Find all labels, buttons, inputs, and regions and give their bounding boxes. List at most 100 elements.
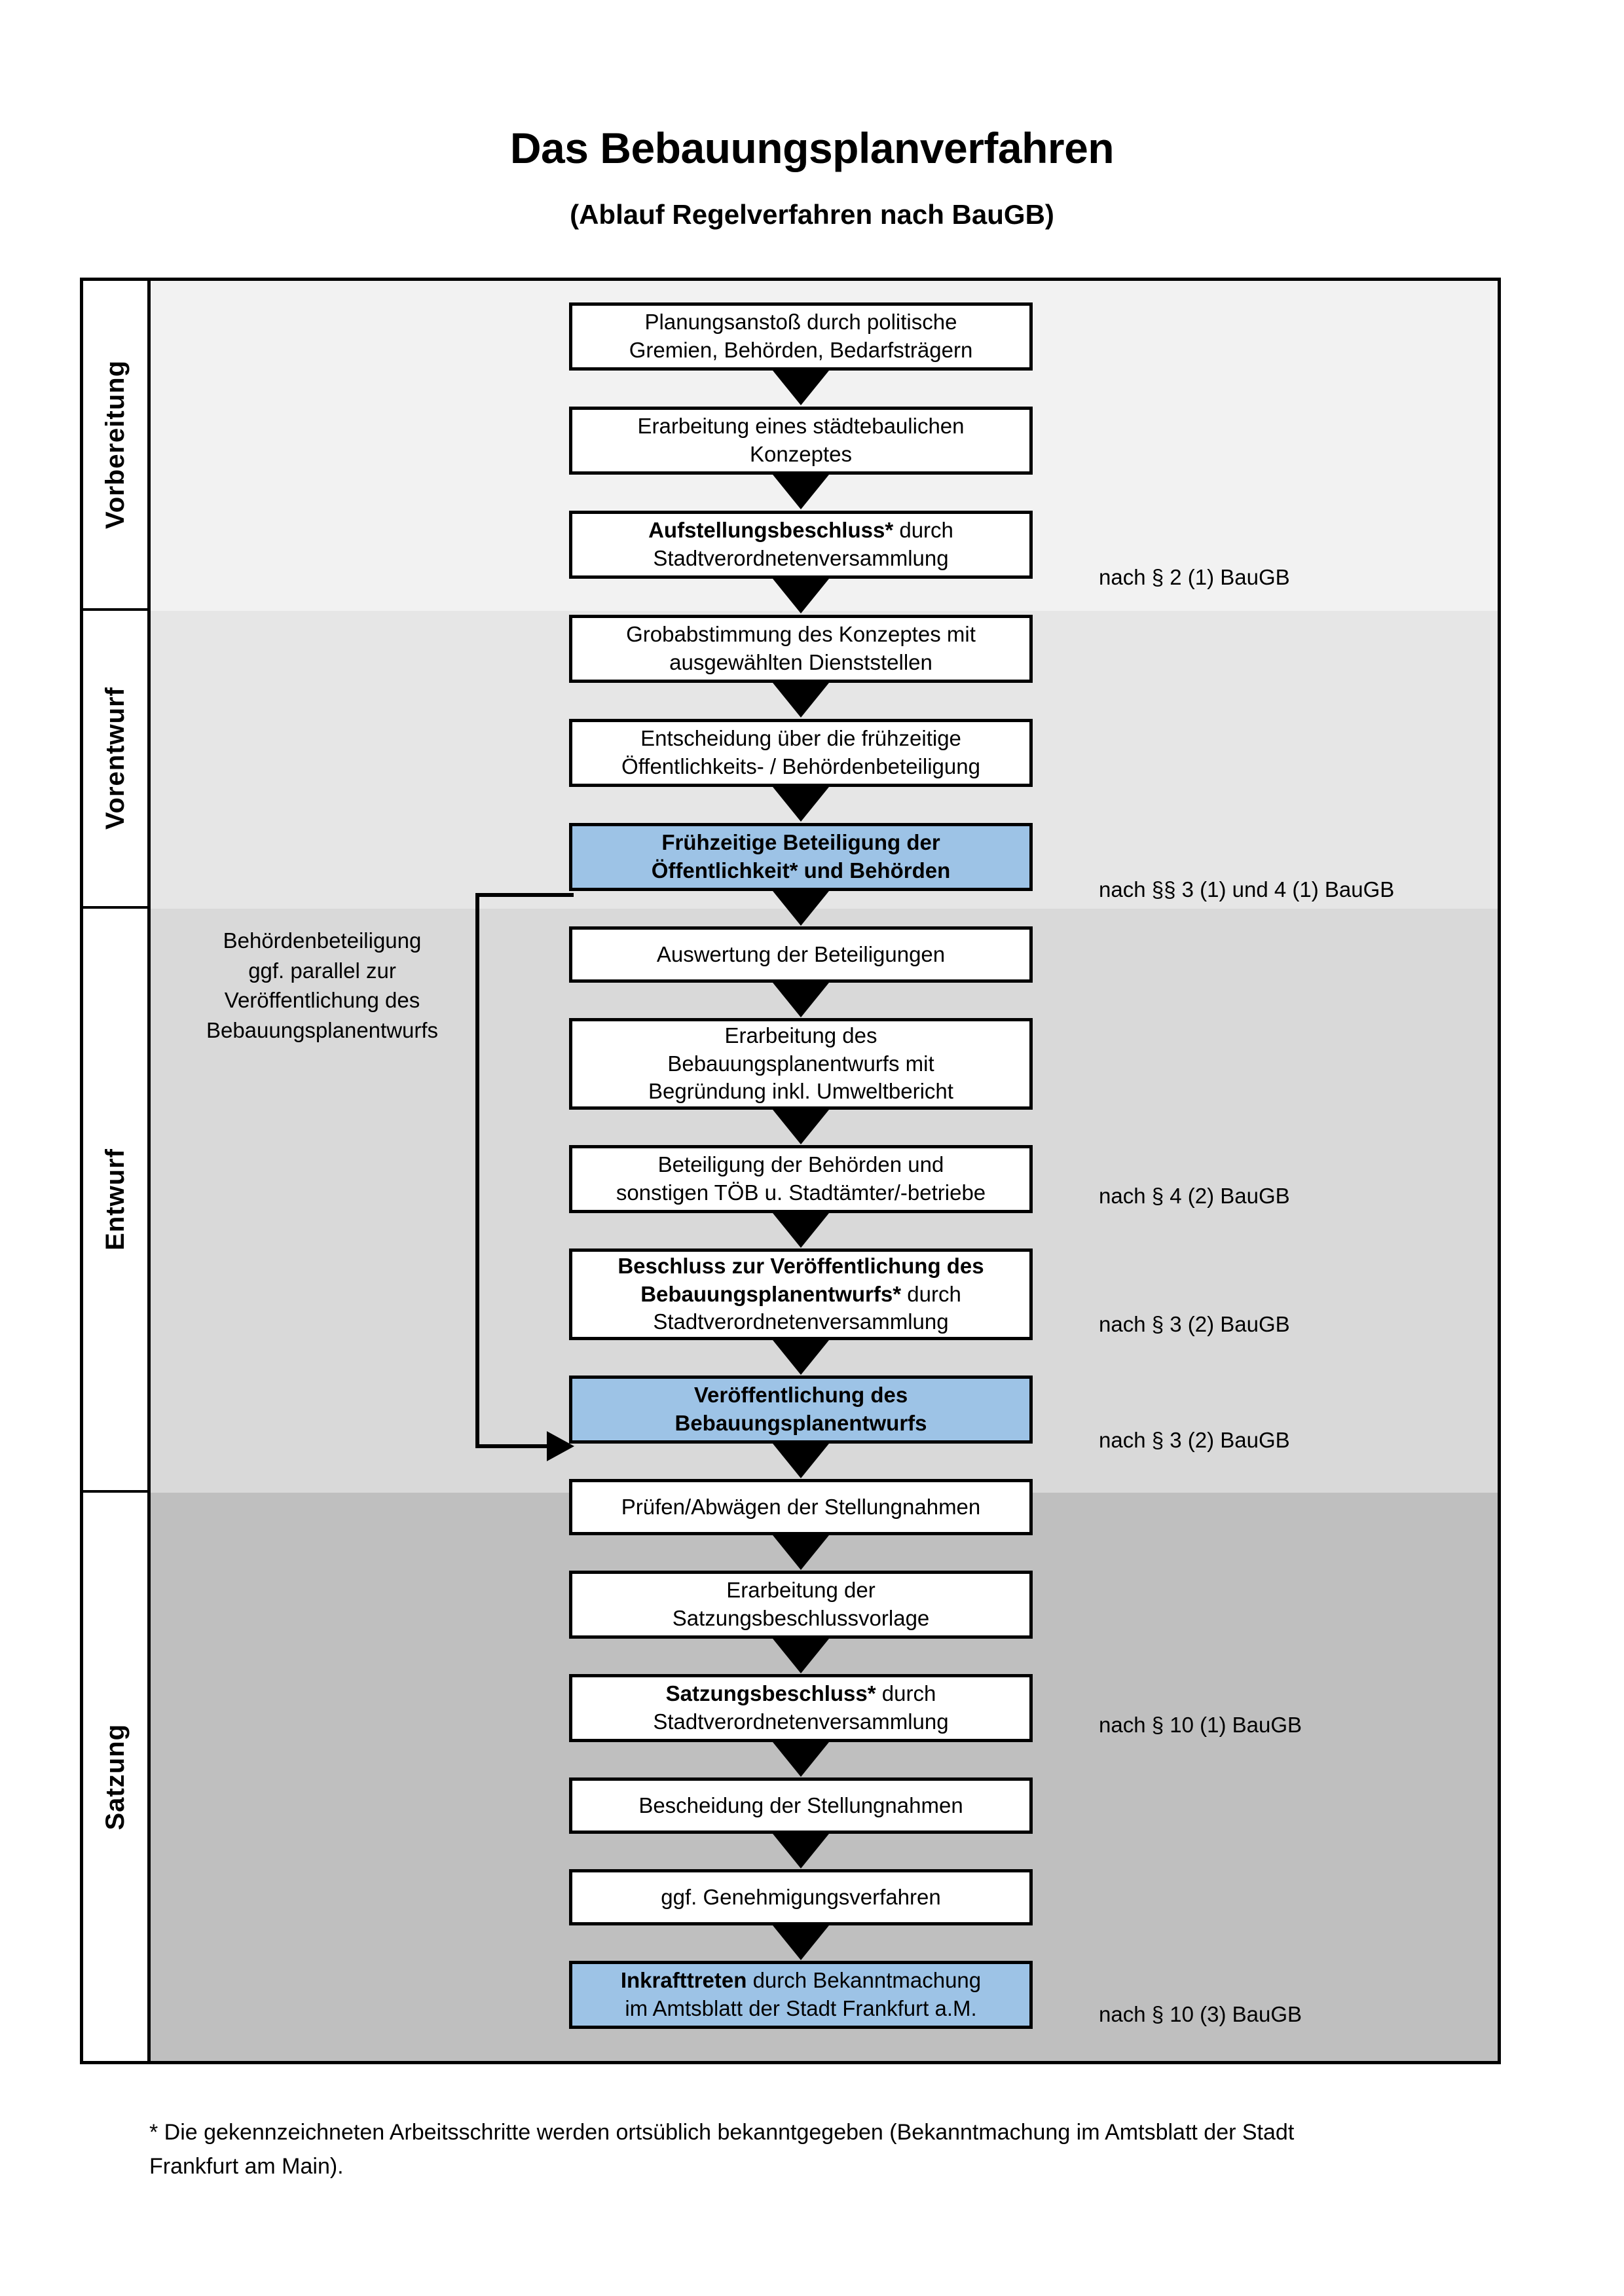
arrow-down-icon: [770, 1831, 832, 1868]
step-line: Prüfen/Abwägen der Stellungnahmen: [621, 1494, 981, 1519]
arrow-down-icon: [770, 367, 832, 405]
step-line-bold: Satzungsbeschluss*: [665, 1681, 876, 1706]
flow-step-genehmigungsverfahren[interactable]: ggf. Genehmigungsverfahren: [569, 1869, 1033, 1925]
side-note-behoerdenbeteiligung: Behördenbeteiligung ggf. parallel zur Ve…: [178, 926, 466, 1045]
flow-step-inkrafttreten[interactable]: Inkrafttreten durch Bekanntmachung im Am…: [569, 1961, 1033, 2029]
arrow-down-icon: [770, 471, 832, 509]
arrow-down-icon: [770, 1922, 832, 1960]
phase-cell-vorbereitung: Vorbereitung: [83, 281, 147, 611]
step-line: Aufstellungsbeschluss* durch: [648, 517, 953, 545]
step-line: Erarbeitung des: [724, 1023, 877, 1048]
phase-label-vorentwurf: Vorentwurf: [100, 687, 130, 830]
step-line: Begründung inkl. Umweltbericht: [648, 1079, 953, 1104]
step-line-bold: Inkrafttreten: [620, 1968, 747, 1993]
step-line: Beschluss zur Veröffentlichung des: [618, 1253, 984, 1278]
step-line-suffix: durch: [901, 1281, 961, 1306]
arrow-down-icon: [770, 1739, 832, 1777]
footnote: * Die gekennzeichneten Arbeitsschritte w…: [149, 2116, 1518, 2183]
arrow-down-icon: [770, 1106, 832, 1144]
step-line: Stadtverordnetenversammlung: [653, 1309, 949, 1334]
step-line: sonstigen TÖB u. Stadtämter/-betriebe: [616, 1180, 986, 1205]
step-line: Satzungsbeschlussvorlage: [672, 1606, 930, 1630]
step-line: Stadtverordnetenversammlung: [653, 546, 949, 570]
flow-step-beteiligung-behoerden-toeb[interactable]: Beteiligung der Behörden und sonstigen T…: [569, 1145, 1033, 1213]
side-note-line-4: Bebauungsplanentwurfs: [206, 1017, 439, 1042]
flow-step-veroeffentlichung-bebauungsplanentwurf[interactable]: Veröffentlichung des Bebauungsplanentwur…: [569, 1376, 1033, 1444]
footnote-line-1: * Die gekennzeichneten Arbeitsschritte w…: [149, 2120, 1295, 2145]
step-line: Erarbeitung eines städtebaulichen: [637, 414, 965, 439]
step-line-suffix: durch Bekanntmachung: [747, 1968, 982, 1993]
side-note-line-2: ggf. parallel zur: [248, 958, 396, 983]
flow-step-fruehzeitige-beteiligung[interactable]: Frühzeitige Beteiligung der Öffentlichke…: [569, 823, 1033, 891]
flow-step-erarbeitung-bebauungsplanentwurf[interactable]: Erarbeitung des Bebauungsplanentwurfs mi…: [569, 1018, 1033, 1110]
bypass-connector-bottom: [475, 1444, 549, 1448]
arrow-down-icon: [770, 1337, 832, 1375]
side-note-line-3: Veröffentlichung des: [224, 988, 420, 1013]
step-line: Bebauungsplanentwurfs mit: [667, 1051, 934, 1076]
page-title: Das Bebauungsplanverfahren: [509, 124, 1115, 172]
step-line: Frühzeitige Beteiligung der: [661, 830, 940, 855]
phase-cell-entwurf: Entwurf: [83, 909, 147, 1493]
phase-label-vorbereitung: Vorbereitung: [100, 360, 130, 529]
phase-label-column: Vorbereitung Vorentwurf Entwurf Satzung: [83, 281, 151, 2061]
step-line-suffix: durch: [893, 518, 953, 543]
step-line: Erarbeitung der: [726, 1578, 876, 1603]
step-line-bold: Bebauungsplanentwurfs*: [640, 1281, 902, 1306]
step-line: Öffentlichkeits- / Behördenbeteiligung: [621, 754, 980, 778]
arrow-down-icon: [770, 680, 832, 718]
step-line: Entscheidung über die frühzeitige: [640, 726, 961, 751]
step-line: Auswertung der Beteiligungen: [656, 941, 946, 966]
step-line: Stadtverordnetenversammlung: [653, 1709, 949, 1734]
phase-cell-satzung: Satzung: [83, 1493, 147, 2061]
step-line: Inkrafttreten durch Bekanntmachung: [621, 1967, 981, 1995]
phase-label-satzung: Satzung: [100, 1723, 130, 1831]
step-line: Bebauungsplanentwurfs: [674, 1411, 927, 1435]
step-line: Satzungsbeschluss* durch: [666, 1680, 936, 1708]
flow-step-beschluss-veroeffentlichung[interactable]: Beschluss zur Veröffentlichung des Bebau…: [569, 1248, 1033, 1340]
arrow-down-icon: [770, 784, 832, 822]
annotation-paragraph-3-2-a: nach § 3 (2) BauGB: [1099, 1312, 1290, 1336]
flow-step-satzungsbeschlussvorlage[interactable]: Erarbeitung der Satzungsbeschlussvorlage: [569, 1571, 1033, 1639]
flow-step-planungsanstoss[interactable]: Planungsanstoß durch politische Gremien,…: [569, 302, 1033, 371]
arrow-down-icon: [770, 1440, 832, 1478]
step-line: im Amtsblatt der Stadt Frankfurt a.M.: [625, 1996, 977, 2020]
footnote-line-2: Frankfurt am Main).: [149, 2153, 344, 2179]
annotation-paragraph-3-2-b: nach § 3 (2) BauGB: [1099, 1428, 1290, 1452]
step-line: Gremien, Behörden, Bedarfsträgern: [629, 338, 973, 362]
step-line: ggf. Genehmigungsverfahren: [661, 1884, 941, 1909]
flow-step-satzungsbeschluss[interactable]: Satzungsbeschluss* durch Stadtverordnete…: [569, 1674, 1033, 1742]
flow-step-staedtebauliches-konzept[interactable]: Erarbeitung eines städtebaulichen Konzep…: [569, 407, 1033, 475]
side-note-line-1: Behördenbeteiligung: [223, 928, 422, 953]
phase-cell-vorentwurf: Vorentwurf: [83, 611, 147, 909]
flow-step-aufstellungsbeschluss[interactable]: Aufstellungsbeschluss* durch Stadtverord…: [569, 511, 1033, 579]
step-line: Grobabstimmung des Konzeptes mit: [626, 622, 976, 647]
arrow-down-icon: [770, 1210, 832, 1248]
flow-step-bescheidung-stellungnahmen[interactable]: Bescheidung der Stellungnahmen: [569, 1777, 1033, 1834]
annotation-paragraph-3-1-4-1: nach §§ 3 (1) und 4 (1) BauGB: [1099, 877, 1395, 902]
page-subtitle: (Ablauf Regelverfahren nach BauGB): [570, 198, 1054, 230]
flowchart-frame: Vorbereitung Vorentwurf Entwurf Satzung …: [80, 278, 1501, 2064]
step-line: Bebauungsplanentwurfs* durch: [640, 1281, 961, 1309]
annotation-paragraph-10-1: nach § 10 (1) BauGB: [1099, 1713, 1302, 1737]
annotation-paragraph-10-3: nach § 10 (3) BauGB: [1099, 2002, 1302, 2026]
arrow-down-icon: [770, 1532, 832, 1570]
document-header: Das Bebauungsplanverfahren (Ablauf Regel…: [0, 0, 1624, 230]
flow-step-pruefen-abwaegen[interactable]: Prüfen/Abwägen der Stellungnahmen: [569, 1479, 1033, 1535]
arrow-down-icon: [770, 575, 832, 613]
annotation-paragraph-2-1: nach § 2 (1) BauGB: [1099, 565, 1290, 589]
flow-step-auswertung-beteiligungen[interactable]: Auswertung der Beteiligungen: [569, 926, 1033, 983]
flow-step-entscheidung-fruehzeitige-beteiligung[interactable]: Entscheidung über die frühzeitige Öffent…: [569, 719, 1033, 787]
step-line-suffix: durch: [876, 1681, 936, 1706]
bypass-connector-top-stub: [475, 893, 574, 897]
phase-label-entwurf: Entwurf: [100, 1148, 130, 1250]
step-line-bold: Aufstellungsbeschluss*: [648, 518, 894, 543]
arrow-down-icon: [770, 979, 832, 1017]
bypass-connector-vertical: [475, 893, 479, 1448]
step-line: Beteiligung der Behörden und: [657, 1152, 944, 1177]
arrow-down-icon: [770, 1635, 832, 1673]
arrow-down-icon: [770, 888, 832, 926]
step-line: ausgewählten Dienststellen: [669, 650, 932, 674]
step-line: Planungsanstoß durch politische: [644, 310, 957, 335]
flow-step-grobabstimmung[interactable]: Grobabstimmung des Konzeptes mit ausgewä…: [569, 615, 1033, 683]
step-line: Konzeptes: [750, 442, 852, 466]
